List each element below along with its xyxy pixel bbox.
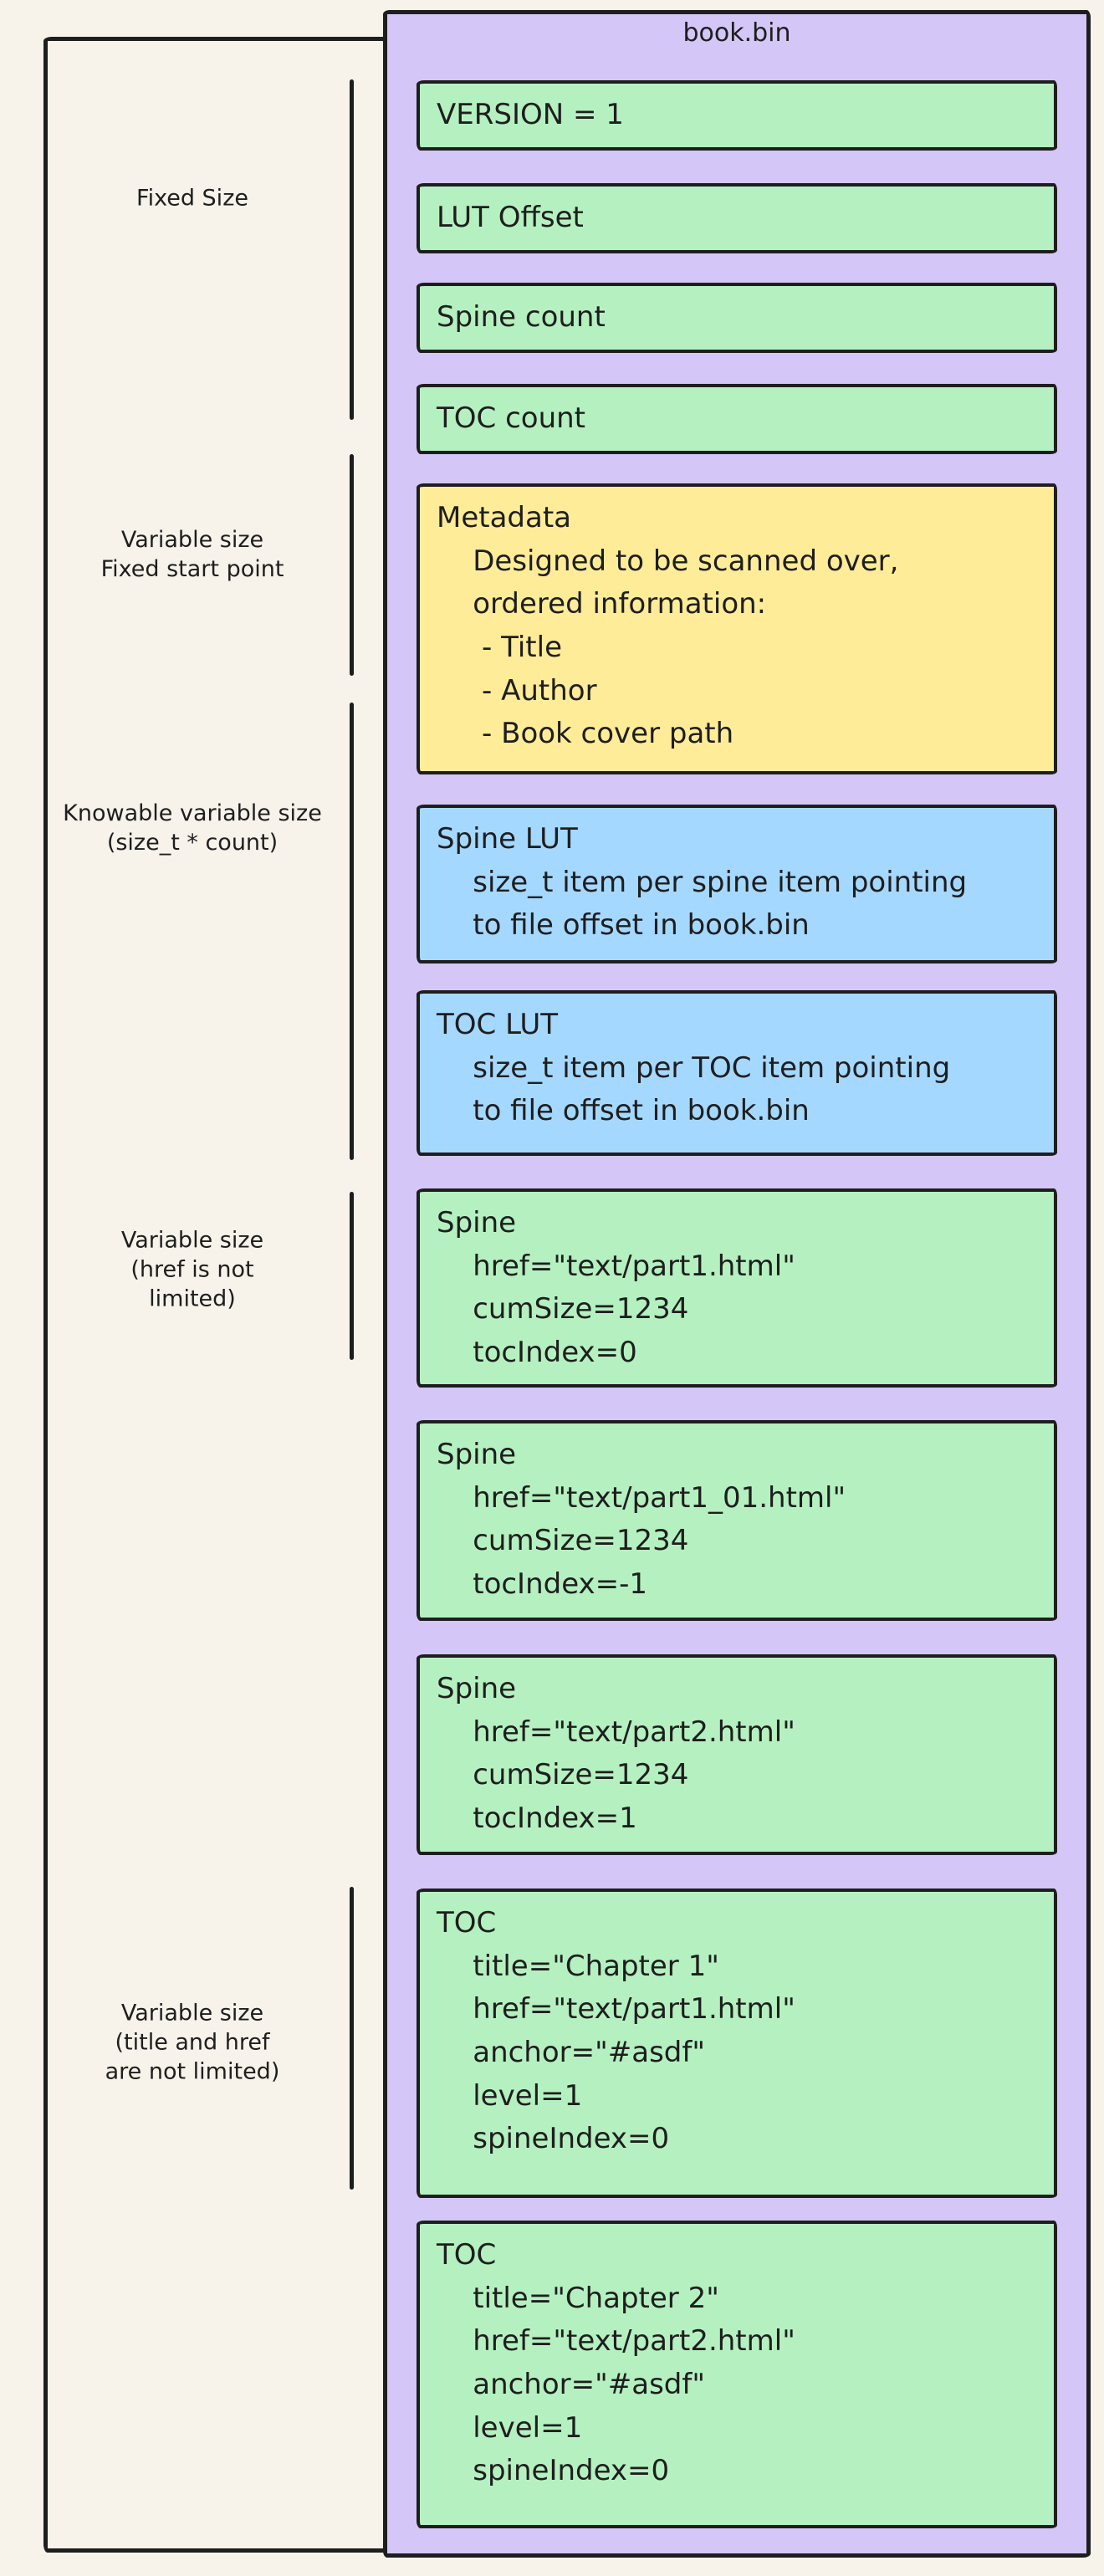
annotation-fixed-size: Fixed Size [136,185,248,212]
annotation-variable-size-href: Variable size (href is not limited) [120,1227,264,1312]
bracket-variable-size-title-href [350,1887,354,2190]
metadata-box: Metadata Designed to be scanned over, or… [417,483,1057,774]
bracket-fixed-size [350,79,354,420]
bracket-variable-size-href [350,1192,354,1360]
book-bin-title: book.bin [682,18,791,48]
annotation-knowable-variable-size: Knowable variable size (size_t * count) [63,800,322,856]
toc-record-1-box: TOC title="Chapter 1" href="text/part1.h… [417,1889,1057,2198]
spine-record-3-box: Spine href="text/part2.html" cumSize=123… [417,1654,1057,1855]
spine-record-1-box: Spine href="text/part1.html" cumSize=123… [417,1188,1057,1388]
toc-record-2-box: TOC title="Chapter 2" href="text/part2.h… [417,2221,1057,2528]
annotation-variable-size-title-href: Variable size (title and href are not li… [105,2000,280,2085]
spine-lut-box: Spine LUT size_t item per spine item poi… [417,805,1057,963]
field-box-version: VERSION = 1 [417,80,1057,151]
field-box-spine-count: Spine count [417,283,1057,353]
toc-lut-box: TOC LUT size_t item per TOC item pointin… [417,990,1057,1156]
field-box-toc-count: TOC count [417,384,1057,454]
spine-record-2-box: Spine href="text/part1_01.html" cumSize=… [417,1420,1057,1621]
annotation-variable-size-fixed-start: Variable size Fixed start point [100,526,284,582]
field-box-lut-offset: LUT Offset [417,183,1057,253]
bracket-knowable-variable-size [350,703,354,1160]
bracket-variable-size-fixed-start [350,454,354,676]
